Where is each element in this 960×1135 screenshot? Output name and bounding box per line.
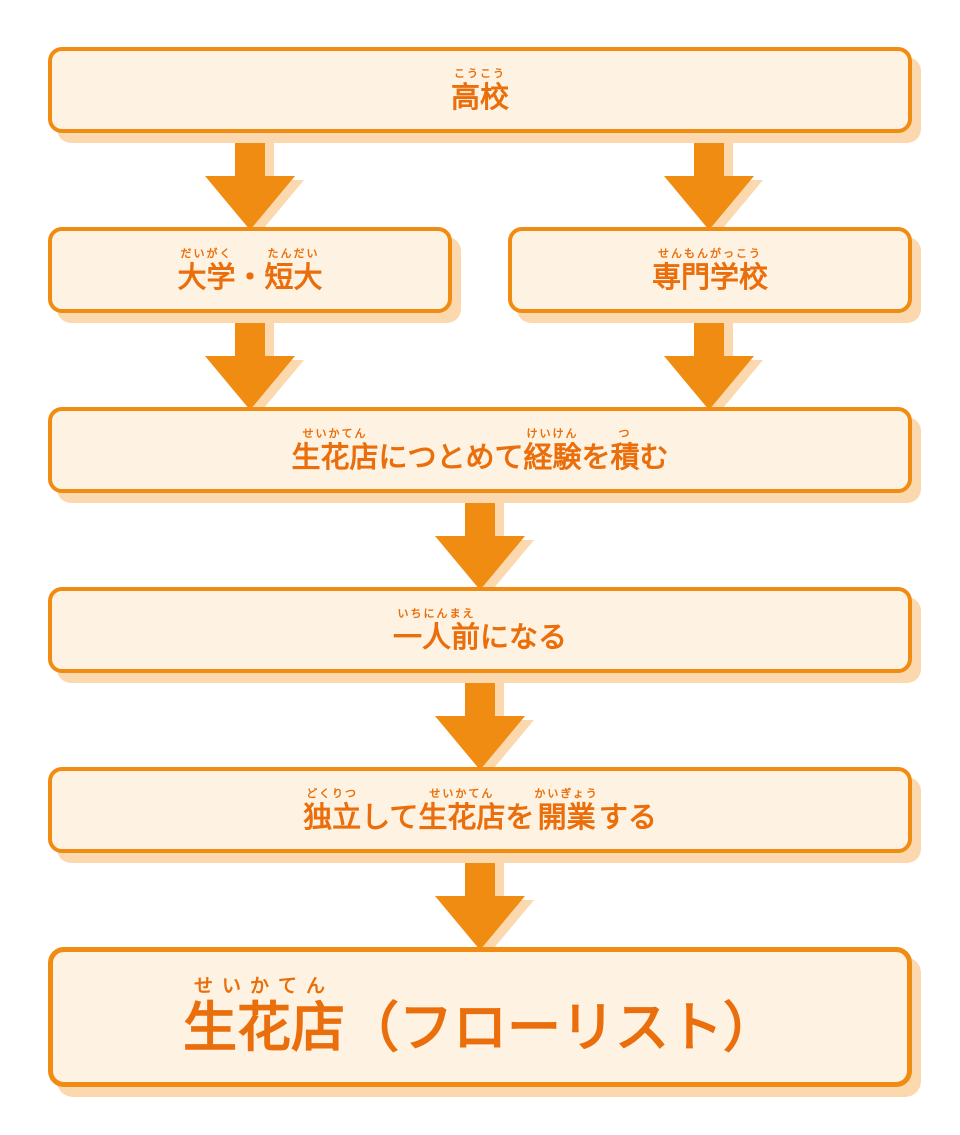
label-segment: につとめて [378,427,523,474]
node-florist-label: せいかてん 生花店 （フローリスト） [183,975,777,1059]
ruby-reading: どくりつ [306,786,359,800]
node-vocational-school-label: せんもんがっこう 専門学校 [652,247,768,294]
arrow-university-to-experience [205,314,304,414]
label-segment: だいがく 大学 [177,247,235,294]
base-text: 生花店 [291,439,379,474]
label-segment: を [582,427,611,474]
arrow-highschool-to-vocational [664,134,763,234]
label-segment: どくりつ 独立 [303,787,361,834]
label-segment: かいぎょう 開業 [534,787,598,834]
base-text: 生花店 [418,799,506,834]
base-text: を [581,439,611,474]
base-text: になる [480,619,568,654]
node-full-fledged: いちにんまえ 一人前 になる [48,587,912,673]
label-segment: を [505,787,534,834]
label-segment: して [361,787,418,834]
ruby-reading: つ [618,426,632,440]
base-text: 積 [610,439,640,474]
ruby-reading: だいがく [180,246,233,260]
base-text: を [505,799,535,834]
label-segment: たんだい 短大 [265,247,323,294]
node-open-shop-label: どくりつ 独立 して せいかてん 生花店 を かいぎょう 開業 する [303,787,657,834]
node-full-fledged-label: いちにんまえ 一人前 になる [393,607,567,654]
base-text: して [361,799,419,834]
label-segment: む [640,427,669,474]
node-high-school: こうこう 高校 [48,47,912,133]
ruby-reading: せいかてん [193,975,334,997]
label-segment: する [599,787,657,834]
label-segment: せいかてん 生花店 [418,787,505,834]
arrow-open-shop-to-florist [435,854,534,954]
label-segment: いちにんまえ 一人前 [393,607,480,654]
label-segment: けいけん 経験 [523,427,581,474]
arrow-experience-to-full-fledged [435,494,534,594]
node-university: だいがく 大学 ・ たんだい 短大 [48,227,452,313]
label-segment: こうこう 高校 [451,67,509,114]
node-experience: せいかてん 生花店 につとめて けいけん 経験 を つ 積 む [48,407,912,493]
ruby-reading: たんだい [267,246,320,260]
arrow-vocational-to-experience [664,314,763,414]
base-text: 生花店 [183,996,345,1059]
node-open-shop: どくりつ 独立 して せいかてん 生花店 を かいぎょう 開業 する [48,767,912,853]
node-florist: せいかてん 生花店 （フローリスト） [48,947,912,1087]
ruby-reading: いちにんまえ [397,606,476,620]
base-text: （フローリスト） [345,996,777,1059]
ruby-reading: けいけん [526,426,579,440]
arrow-full-fledged-to-open-shop [435,674,534,774]
base-text: 経験 [523,439,582,474]
label-segment: になる [480,607,567,654]
base-text: 開業 [537,799,596,834]
label-segment: せいかてん 生花店 [291,427,378,474]
base-text: 大学 [177,259,236,294]
ruby-reading: せいかてん [302,426,368,440]
base-text: 独立 [303,799,362,834]
node-university-label: だいがく 大学 ・ たんだい 短大 [177,247,322,294]
node-vocational-school: せんもんがっこう 専門学校 [508,227,912,313]
label-segment: つ 積 [611,427,640,474]
base-text: につとめて [378,439,524,474]
base-text: する [598,799,657,834]
base-text: ・ [235,259,265,294]
base-text: む [639,439,669,474]
label-segment: （フローリスト） [345,975,777,1059]
ruby-reading: こうこう [453,66,506,80]
node-high-school-label: こうこう 高校 [451,67,509,114]
base-text: 短大 [264,259,323,294]
arrow-highschool-to-university [205,134,304,234]
ruby-reading: かいぎょう [534,786,599,800]
base-text: 高校 [450,79,509,114]
ruby-reading: せいかてん [429,786,495,800]
ruby-reading: せんもんがっこう [657,246,762,260]
label-segment: せんもんがっこう 専門学校 [652,247,768,294]
base-text: 一人前 [392,619,480,654]
label-segment: せいかてん 生花店 [183,975,345,1059]
base-text: 専門学校 [651,259,768,294]
node-experience-label: せいかてん 生花店 につとめて けいけん 経験 を つ 積 む [291,427,668,474]
label-segment: ・ [235,247,264,294]
